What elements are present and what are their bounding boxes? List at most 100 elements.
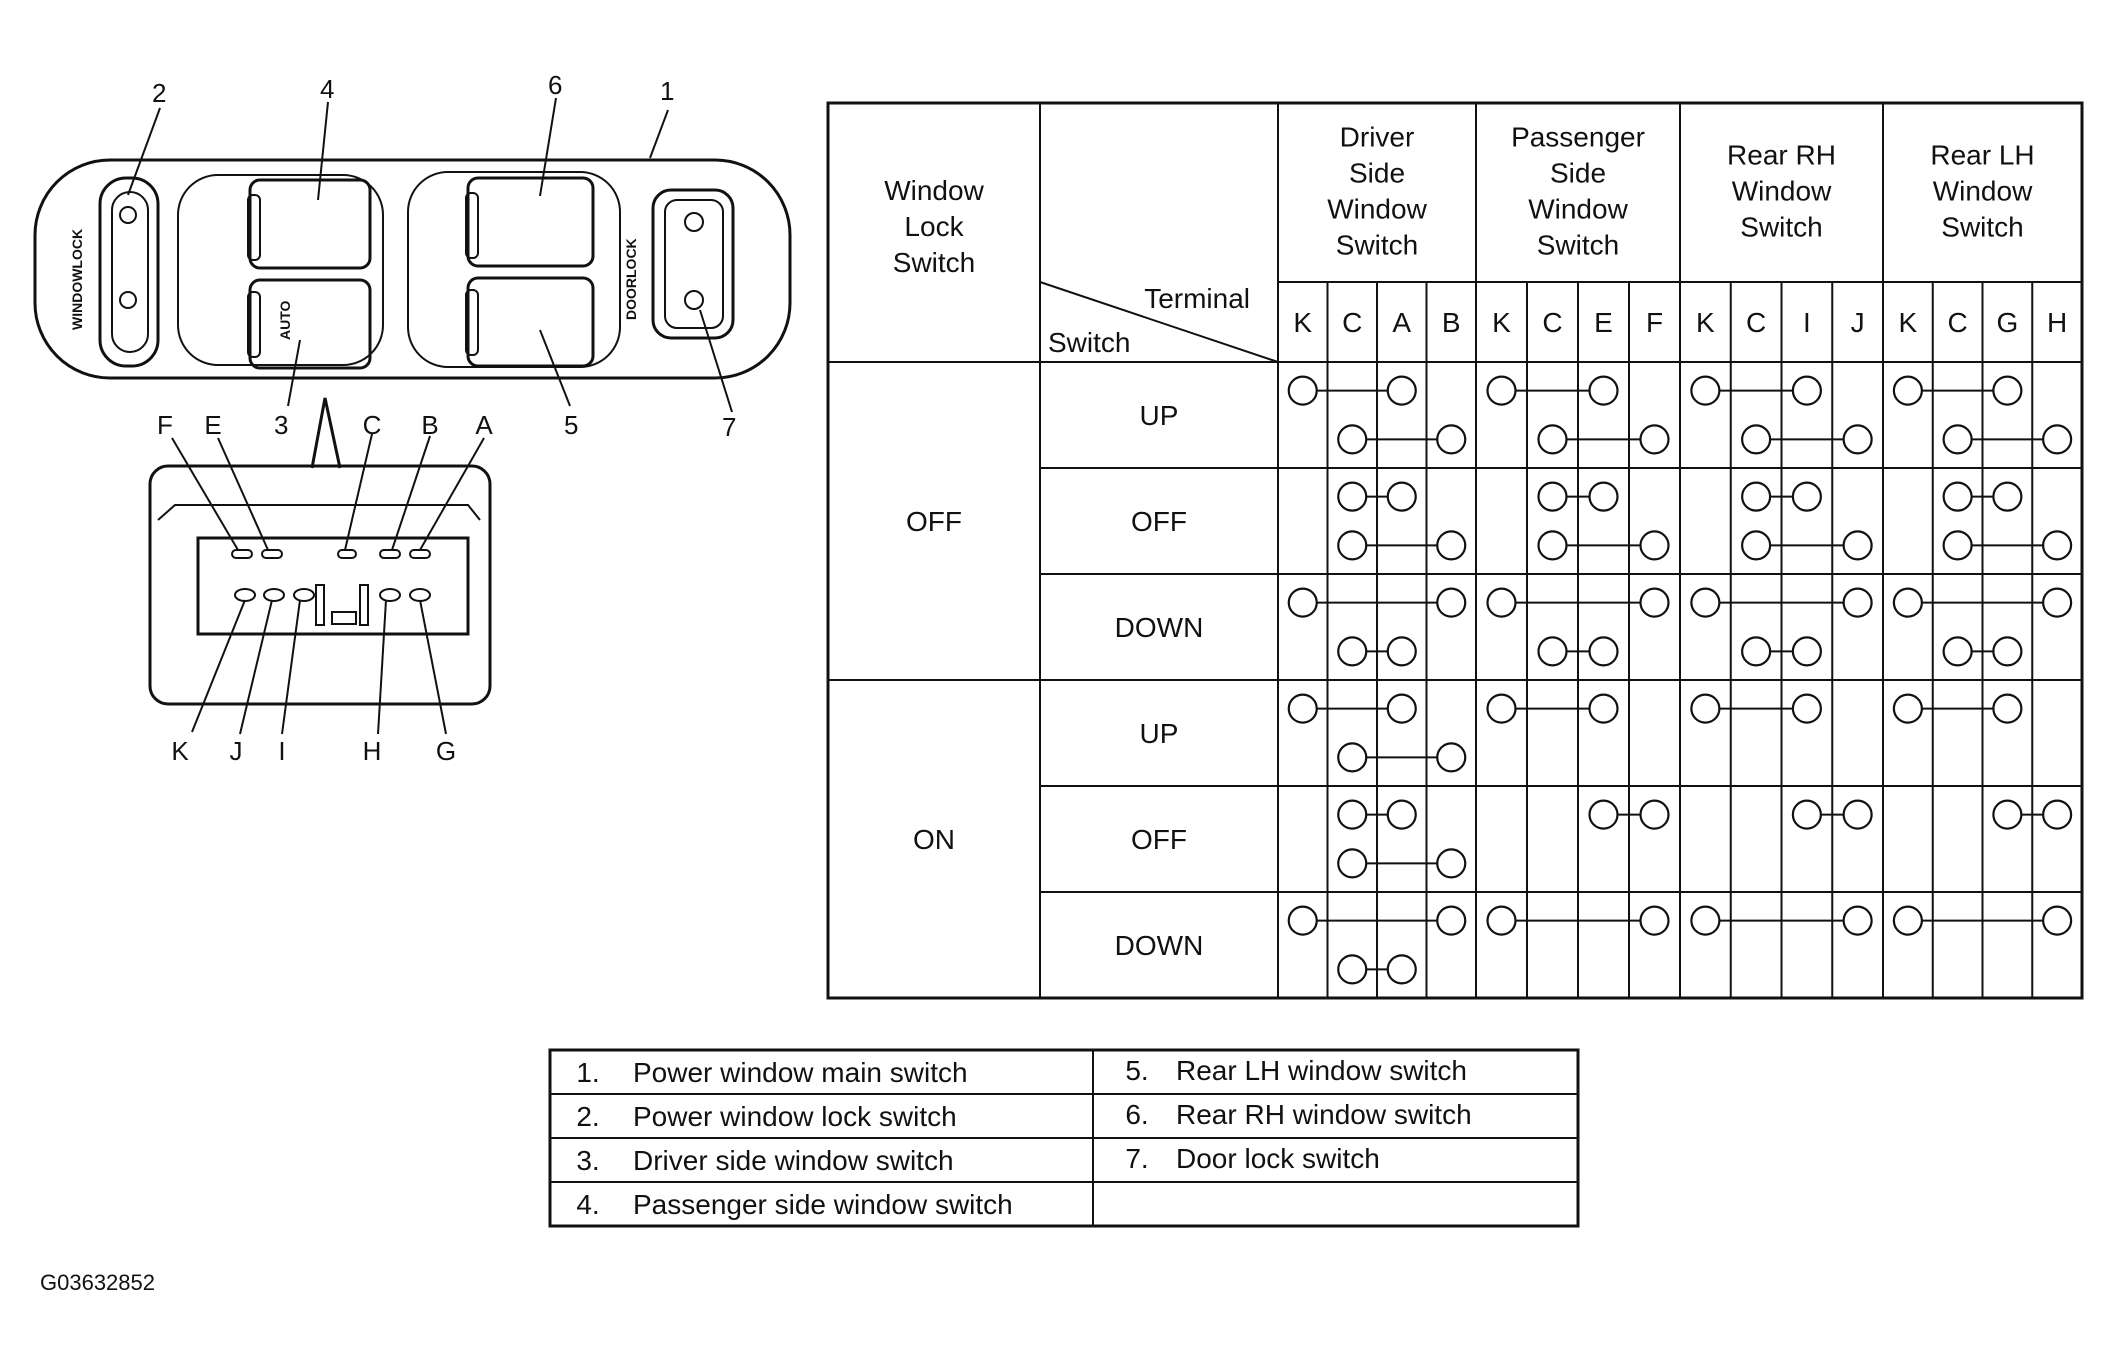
continuity-node: [1386, 375, 1417, 406]
continuity-node: [2042, 587, 2073, 618]
terminal-label-h: H: [363, 736, 382, 766]
header-terminal: Terminal: [1144, 283, 1250, 314]
continuity-node: [1588, 481, 1619, 512]
continuity-node: [1486, 693, 1517, 724]
legend-item: Power window lock switch: [633, 1101, 957, 1132]
continuity-node: [1741, 424, 1772, 455]
continuity-node: [1639, 424, 1670, 455]
switch-position-down: DOWN: [1115, 612, 1204, 643]
continuity-node: [1942, 636, 1973, 667]
legend-num: 5.: [1125, 1055, 1148, 1086]
continuity-node: [1639, 530, 1670, 561]
continuity-node: [2042, 799, 2073, 830]
group-title-1: Passenger: [1511, 122, 1645, 153]
continuity-node: [1337, 481, 1368, 512]
continuity-node: [1639, 799, 1670, 830]
continuity-node: [1842, 587, 1873, 618]
header-window-lock: Switch: [893, 247, 975, 278]
header-window-lock: Window: [884, 175, 984, 206]
header-switch: Switch: [1048, 327, 1130, 358]
continuity-node: [1791, 636, 1822, 667]
continuity-table: WindowLockSwitchTerminalSwitchDriverSide…: [826, 101, 2084, 1000]
continuity-node: [1386, 481, 1417, 512]
continuity-node: [1992, 799, 2023, 830]
continuity-node: [1337, 848, 1368, 879]
continuity-node: [1337, 954, 1368, 985]
terminal-col-c: C: [1746, 307, 1766, 338]
continuity-node: [1436, 424, 1467, 455]
continuity-node: [1436, 530, 1467, 561]
continuity-node: [1791, 799, 1822, 830]
terminal-label-c: C: [363, 410, 382, 440]
continuity-node: [1386, 693, 1417, 724]
switch-position-up: UP: [1140, 718, 1179, 749]
continuity-node: [1892, 905, 1923, 936]
continuity-node: [1639, 905, 1670, 936]
switch-position-off: OFF: [1131, 824, 1187, 855]
continuity-node: [1337, 636, 1368, 667]
legend-item: Power window main switch: [633, 1057, 968, 1088]
legend-num: 4.: [576, 1189, 599, 1220]
continuity-node: [1690, 693, 1721, 724]
continuity-node: [1337, 424, 1368, 455]
group-title-3: Switch: [1941, 212, 2023, 243]
group-title-3: Window: [1933, 176, 2033, 207]
terminal-label-a: A: [475, 410, 493, 440]
continuity-node: [1486, 587, 1517, 618]
legend-num: 3.: [576, 1145, 599, 1176]
continuity-node: [1942, 424, 1973, 455]
legend-item: Passenger side window switch: [633, 1189, 1013, 1220]
continuity-node: [1537, 424, 1568, 455]
terminal-col-k: K: [1492, 307, 1511, 338]
legend-num: 6.: [1125, 1099, 1148, 1130]
terminal-label-f: F: [157, 410, 173, 440]
continuity-node: [1992, 481, 2023, 512]
switch-position-down: DOWN: [1115, 930, 1204, 961]
terminal-col-f: F: [1646, 307, 1663, 338]
callout-2: 2: [152, 78, 166, 108]
continuity-node: [1588, 799, 1619, 830]
continuity-node: [1639, 587, 1670, 618]
group-title-1: Window: [1528, 194, 1628, 225]
continuity-node: [1287, 375, 1318, 406]
continuity-node: [1588, 693, 1619, 724]
continuity-node: [1791, 481, 1822, 512]
continuity-node: [1436, 848, 1467, 879]
lock-state-off: OFF: [906, 506, 962, 537]
terminal-label-e: E: [204, 410, 221, 440]
callout-6: 6: [548, 70, 562, 100]
continuity-node: [1842, 424, 1873, 455]
terminal-col-g: G: [1996, 307, 2018, 338]
continuity-node: [1337, 742, 1368, 773]
continuity-node: [1588, 636, 1619, 667]
terminal-label-g: G: [436, 736, 456, 766]
group-title-3: Rear LH: [1930, 140, 2034, 171]
terminal-col-k: K: [1899, 307, 1918, 338]
continuity-node: [1791, 693, 1822, 724]
continuity-node: [1791, 375, 1822, 406]
continuity-node: [1486, 375, 1517, 406]
terminal-label-j: J: [230, 736, 243, 766]
terminal-col-k: K: [1696, 307, 1715, 338]
figure-code: G03632852: [40, 1270, 155, 1295]
continuity-node: [1537, 636, 1568, 667]
continuity-node: [1337, 799, 1368, 830]
continuity-node: [1386, 636, 1417, 667]
group-title-0: Switch: [1336, 230, 1418, 261]
switch-position-off: OFF: [1131, 506, 1187, 537]
continuity-node: [1537, 530, 1568, 561]
continuity-node: [1842, 799, 1873, 830]
legend-num: 2.: [576, 1101, 599, 1132]
continuity-node: [1386, 799, 1417, 830]
terminal-col-b: B: [1442, 307, 1461, 338]
callout-7: 7: [722, 412, 736, 442]
power-window-main-switch-illustration: WINDOWLOCK AUTO DOORLOCK 2 4 6 1 3 5: [33, 70, 792, 442]
group-title-1: Side: [1550, 158, 1606, 189]
continuity-node: [1741, 636, 1772, 667]
continuity-node: [1942, 530, 1973, 561]
continuity-node: [1588, 375, 1619, 406]
continuity-node: [1486, 905, 1517, 936]
terminal-col-a: A: [1392, 307, 1411, 338]
